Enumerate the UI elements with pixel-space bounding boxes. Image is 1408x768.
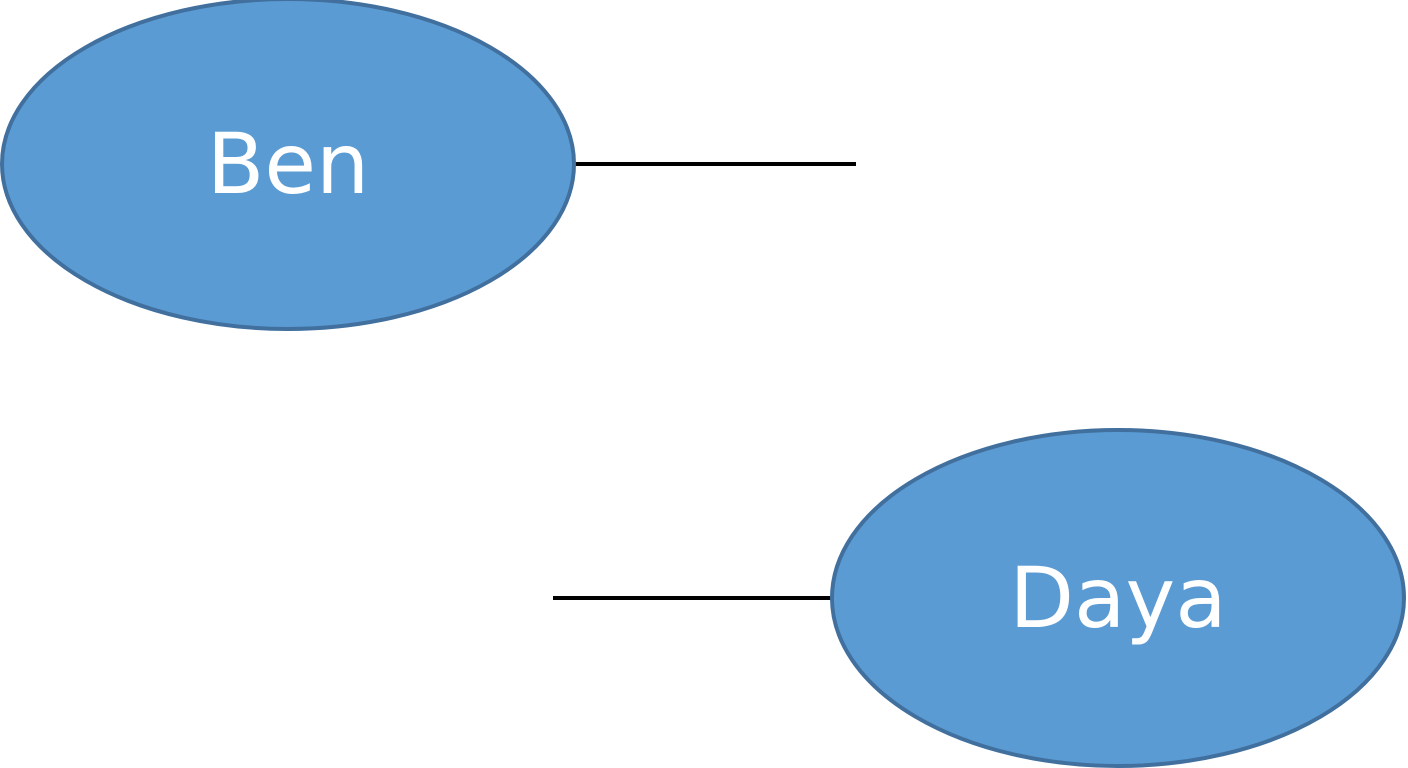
node-daya[interactable]: Daya	[830, 428, 1406, 768]
node-ben-ellipse	[0, 0, 576, 331]
node-daya-ellipse	[830, 428, 1406, 768]
node-ben-label: Ben	[207, 115, 370, 213]
node-ben[interactable]: Ben	[0, 0, 576, 331]
node-daya-label: Daya	[1009, 549, 1226, 647]
